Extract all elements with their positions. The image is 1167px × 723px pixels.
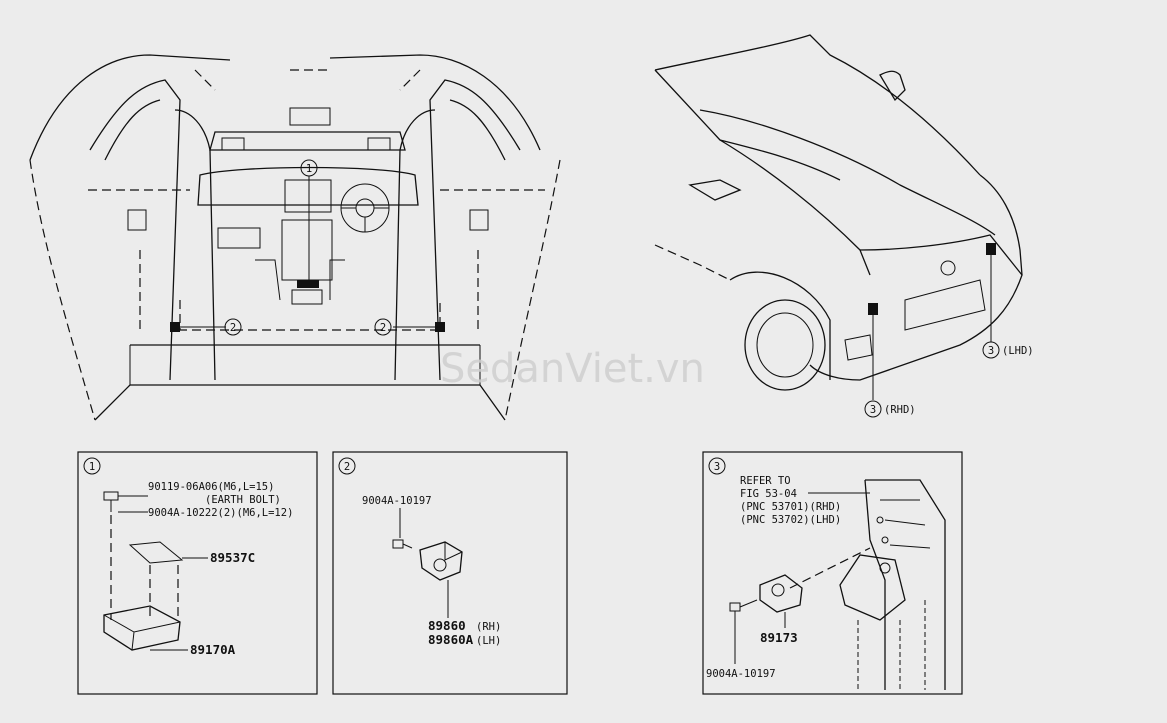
detail-panel-2: 2 9004A-10197 89860 (RH) 89860A (LH) xyxy=(332,451,568,695)
callout-2-left-label: 2 xyxy=(230,322,236,334)
panel-1-bolt-line1: 90119-06A06(M6,L=15) xyxy=(148,481,274,493)
exterior-front-view: 3 3 (RHD) (LHD) xyxy=(654,34,1034,418)
bolt-icon-panel-3 xyxy=(729,599,758,612)
panel-3-refer-line3: (PNC 53701)(RHD) xyxy=(740,501,841,513)
panel-3-refer-line1: REFER TO xyxy=(740,475,791,487)
side-sensor-rh-mark xyxy=(170,322,180,332)
airbag-ecu-icon xyxy=(103,605,181,651)
panel-3-refer-line2: FIG 53-04 xyxy=(740,488,797,500)
panel-3-bolt-label: 9004A-10197 xyxy=(706,668,776,680)
detail-panel-3: 3 REFER TO FIG 53-04 (PNC 53701)(RHD) (P… xyxy=(702,451,963,695)
panel-3-refer-line4: (PNC 53702)(LHD) xyxy=(740,514,841,526)
callout-1-label: 1 xyxy=(306,163,312,175)
side-sensor-lh-mark xyxy=(435,322,445,332)
watermark: SedanViet.vn xyxy=(440,346,705,392)
panel-1-bolt-line3: 9004A-10222(2)(M6,L=12) xyxy=(148,507,293,519)
lhd-label: (LHD) xyxy=(1002,345,1034,357)
rhd-label: (RHD) xyxy=(884,404,916,416)
part-89860a-label: 89860A xyxy=(428,632,474,647)
part-89860a-lh-label: (LH) xyxy=(476,635,501,647)
part-89173-label: 89173 xyxy=(760,630,798,645)
part-89170a-label: 89170A xyxy=(190,642,236,657)
part-89537c-label: 89537C xyxy=(210,550,255,565)
panel-2-bolt-label: 9004A-10197 xyxy=(362,495,432,507)
front-airbag-sensor-icon xyxy=(759,574,803,613)
part-89860-label: 89860 xyxy=(428,618,466,633)
part-89860-rh-label: (RH) xyxy=(476,621,501,633)
detail-panel-1: 1 90119-06A06(M6,L=15) (EARTH BOLT) 9004… xyxy=(77,451,318,695)
side-airbag-sensor-icon xyxy=(419,541,463,581)
callout-3-lhd-label: 3 xyxy=(988,345,994,357)
front-sensor-lhd-mark xyxy=(986,243,996,255)
panel-3-number: 3 xyxy=(714,461,720,473)
airbag-ecu-location-mark xyxy=(297,280,319,288)
panel-1-number: 1 xyxy=(89,461,95,473)
interior-cabin-view: 1 2 2 xyxy=(29,54,561,421)
earth-bolt-icon xyxy=(103,491,148,512)
callout-2-right-label: 2 xyxy=(380,322,386,334)
front-sensor-rhd-mark xyxy=(868,303,878,315)
panel-2-number: 2 xyxy=(344,461,350,473)
bolt-icon xyxy=(392,539,413,549)
panel-1-bolt-line2: (EARTH BOLT) xyxy=(205,494,281,506)
callout-3-rhd-label: 3 xyxy=(870,404,876,416)
